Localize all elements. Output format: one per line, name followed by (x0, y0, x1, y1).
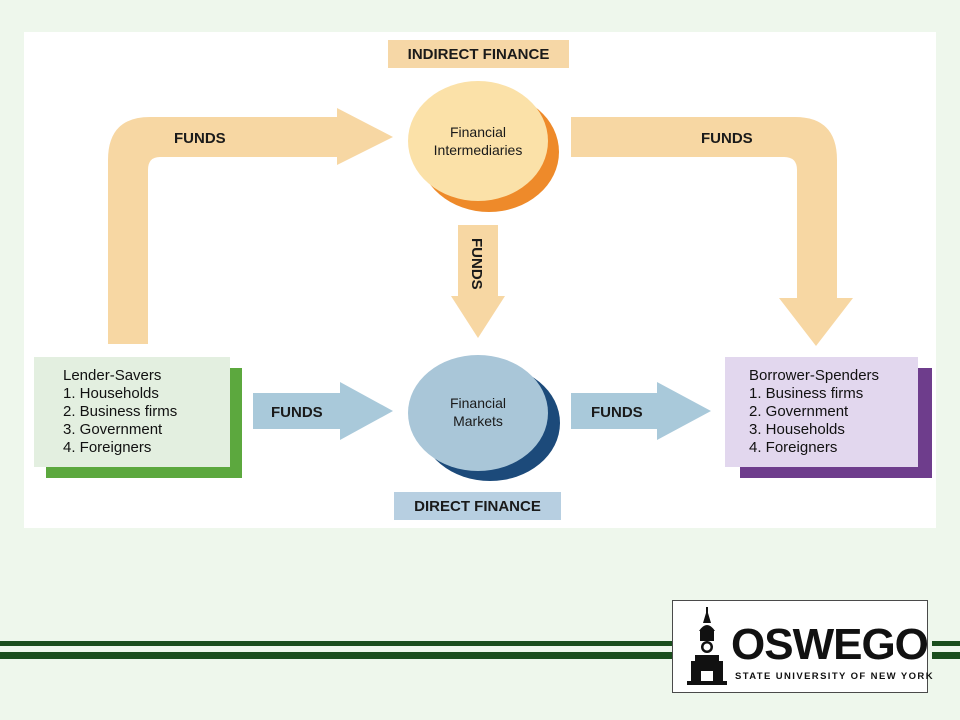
funds-label-top-right: FUNDS (701, 130, 753, 147)
funds-arrow-intermediaries-to-borrower (571, 117, 853, 346)
funds-label-vertical: FUNDS (468, 238, 485, 290)
footer-stripe-bottom (0, 652, 672, 659)
funds-arrow-lender-to-intermediaries (108, 108, 393, 344)
funds-label-bottom-left: FUNDS (271, 404, 323, 421)
markets-circle (408, 355, 548, 471)
lender-item: 1. Households (63, 385, 159, 402)
funds-arrow-markets-to-borrower (571, 382, 711, 440)
markets-label-line2: Markets (453, 413, 503, 429)
lender-item: 2. Business firms (63, 403, 178, 420)
funds-arrow-lender-to-markets (253, 382, 393, 440)
lender-savers-box: Lender-Savers 1. Households 2. Business … (34, 357, 230, 467)
borrower-item: 2. Government (749, 403, 849, 420)
intermediaries-circle (408, 81, 548, 201)
borrower-item: 4. Foreigners (749, 439, 838, 456)
logo-subtitle: STATE UNIVERSITY OF NEW YORK (735, 671, 934, 682)
funds-label-top-left: FUNDS (174, 130, 226, 147)
intermediaries-label-line1: Financial (450, 124, 506, 140)
clock-tower-icon (687, 607, 727, 685)
logo-wordmark: OSWEGO (731, 620, 929, 669)
footer-stripe-right-bottom (932, 652, 960, 659)
oswego-logo: OSWEGO STATE UNIVERSITY OF NEW YORK (672, 600, 933, 693)
footer-stripe-right-top (932, 641, 960, 646)
lender-item: 4. Foreigners (63, 439, 152, 456)
funds-label-bottom-right: FUNDS (591, 404, 643, 421)
markets-label-line1: Financial (450, 395, 506, 411)
borrower-spenders-box: Borrower-Spenders 1. Business firms 2. G… (725, 357, 918, 467)
direct-finance-label: DIRECT FINANCE (394, 492, 561, 520)
footer-stripe-top (0, 641, 672, 646)
intermediaries-label-line2: Intermediaries (434, 142, 523, 158)
lender-item: 3. Government (63, 421, 163, 438)
borrower-item: 1. Business firms (749, 385, 864, 402)
borrower-spenders-title: Borrower-Spenders (749, 367, 880, 384)
funds-arrow-intermediaries-to-markets (451, 225, 505, 338)
indirect-finance-label: INDIRECT FINANCE (388, 40, 569, 68)
borrower-item: 3. Households (749, 421, 845, 438)
lender-savers-title: Lender-Savers (63, 367, 162, 384)
